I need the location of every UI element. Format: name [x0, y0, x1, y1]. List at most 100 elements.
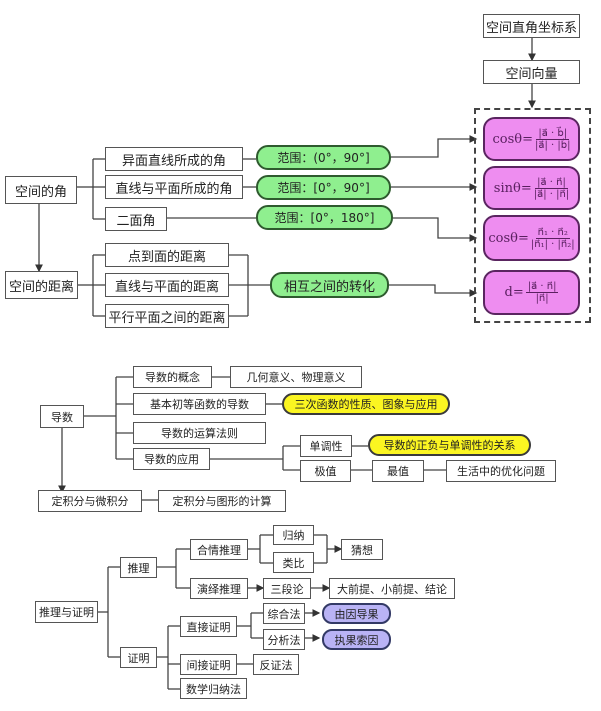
- derivative-concept-node: 导数的概念: [133, 366, 212, 388]
- angle-root-node: 空间的角: [5, 176, 77, 204]
- max-min-label: 最值: [387, 465, 409, 478]
- deductive-label: 演绎推理: [197, 582, 241, 596]
- contradiction-label: 反证法: [259, 658, 293, 672]
- formula-numerator: |a⃗ · n⃗|: [535, 176, 568, 189]
- angle-item-line-plane: 直线与平面所成的角: [105, 175, 243, 199]
- formula-fraction: n⃗₁ · n⃗₂|n⃗₁| · |n⃗₂|: [531, 227, 575, 250]
- conjecture-node: 猜想: [341, 539, 383, 560]
- range-line-plane: 范围：[0°，90°]: [256, 175, 391, 200]
- monotonic-detail-node: 导数的正负与单调性的关系: [368, 434, 531, 456]
- proof-node: 证明: [120, 647, 157, 668]
- conversion-node: 相互之间的转化: [270, 272, 389, 298]
- derivative-rules-node: 导数的运算法则: [133, 422, 266, 444]
- indirect-proof-label: 间接证明: [186, 658, 231, 672]
- proof-label: 证明: [127, 651, 150, 665]
- derivative-child-label: 导数的运算法则: [161, 427, 238, 440]
- analogy-node: 类比: [273, 552, 314, 573]
- formula-denominator: |a⃗| · |b⃗|: [535, 139, 571, 151]
- cause-to-effect-node: 由因导果: [322, 603, 391, 624]
- formula-denominator: |n⃗₁| · |n⃗₂|: [530, 238, 575, 250]
- extreme-value-node: 极值: [300, 460, 351, 482]
- derivative-application-node: 导数的应用: [133, 448, 210, 470]
- formula-fraction: |a⃗ · n⃗||n⃗|: [525, 281, 559, 304]
- elementary-derivative-node: 基本初等函数的导数: [133, 393, 266, 415]
- formula-lhs: cosθ=: [492, 131, 534, 147]
- monotonic-label: 单调性: [309, 440, 343, 453]
- analytic-label: 分析法: [267, 633, 301, 647]
- reasoning-proof-label: 推理与证明: [39, 606, 94, 619]
- range-label: 范围：(0°，90°]: [277, 151, 370, 165]
- angle-root-label: 空间的角: [14, 184, 67, 200]
- reasoning-node: 推理: [120, 557, 157, 578]
- syllogism-node: 三段论: [263, 578, 311, 599]
- formula-skew-lines: cosθ= |a⃗ · b⃗||a⃗| · |b⃗|: [483, 117, 580, 161]
- derivative-child-label: 导数的概念: [145, 371, 200, 384]
- math-induction-node: 数学归纳法: [180, 678, 247, 699]
- range-label: 范围：[0°，180°]: [274, 211, 375, 225]
- formula-numerator: n⃗₁ · n⃗₂: [535, 226, 570, 239]
- integral-node: 定积分与微积分: [38, 490, 142, 512]
- coord-system-node: 空间直角坐标系: [483, 14, 580, 38]
- derivative-child-label: 导数的应用: [144, 453, 199, 466]
- formula-lhs: d=: [504, 285, 524, 300]
- range-label: 范围：[0°，90°]: [277, 181, 370, 195]
- distance-item-label: 点到面的距离: [127, 249, 206, 265]
- syllogism-detail-label: 大前提、小前提、结论: [337, 582, 447, 596]
- derivative-child-label: 基本初等函数的导数: [150, 398, 249, 411]
- formula-denominator: |a⃗| · |n⃗|: [533, 188, 570, 200]
- plausible-reasoning-node: 合情推理: [190, 539, 248, 560]
- cause-to-effect-label: 由因导果: [334, 607, 379, 621]
- distance-item-line-plane: 直线与平面的距离: [105, 273, 229, 297]
- cubic-function-node: 三次函数的性质、图象与应用: [282, 393, 450, 415]
- formula-fraction: |a⃗ · b⃗||a⃗| · |b⃗|: [535, 128, 571, 151]
- analytic-method-node: 分析法: [263, 629, 305, 650]
- distance-root-label: 空间的距离: [8, 279, 74, 295]
- angle-item-skew-lines: 异面直线所成的角: [105, 147, 243, 171]
- analogy-label: 类比: [282, 556, 305, 570]
- indirect-proof-node: 间接证明: [180, 654, 237, 675]
- direct-proof-node: 直接证明: [180, 616, 237, 637]
- angle-item-label: 直线与平面所成的角: [115, 181, 233, 197]
- synthetic-label: 综合法: [267, 607, 301, 621]
- cubic-function-label: 三次函数的性质、图象与应用: [294, 398, 438, 411]
- formula-fraction: |a⃗ · n⃗||a⃗| · |n⃗|: [534, 177, 569, 200]
- distance-item-label: 直线与平面的距离: [114, 279, 219, 295]
- deductive-reasoning-node: 演绎推理: [190, 578, 248, 599]
- induction-node: 归纳: [273, 525, 314, 545]
- integral-label: 定积分与微积分: [51, 495, 129, 508]
- coord-system-label: 空间直角坐标系: [485, 20, 577, 36]
- angle-item-label: 二面角: [116, 213, 156, 229]
- effect-to-cause-label: 执果索因: [334, 633, 379, 647]
- effect-to-cause-node: 执果索因: [322, 629, 391, 650]
- optimization-label: 生活中的优化问题: [457, 465, 545, 478]
- contradiction-node: 反证法: [253, 654, 299, 675]
- derivative-concept-detail: 几何意义、物理意义: [230, 366, 362, 388]
- angle-item-dihedral: 二面角: [105, 207, 167, 231]
- formula-dihedral: cosθ= n⃗₁ · n⃗₂|n⃗₁| · |n⃗₂|: [483, 215, 580, 261]
- distance-item-label: 平行平面之间的距离: [108, 310, 226, 326]
- formula-numerator: |a⃗ · b⃗|: [536, 127, 570, 140]
- distance-root-node: 空间的距离: [5, 271, 78, 299]
- syllogism-detail-node: 大前提、小前提、结论: [329, 578, 455, 599]
- angle-item-label: 异面直线所成的角: [121, 153, 226, 169]
- derivative-root-node: 导数: [40, 405, 84, 428]
- vector-node: 空间向量: [483, 60, 580, 84]
- distance-item-point-plane: 点到面的距离: [105, 243, 229, 267]
- formula-numerator: |a⃗ · n⃗|: [525, 281, 559, 293]
- plausible-label: 合情推理: [197, 543, 241, 557]
- syllogism-label: 三段论: [270, 582, 304, 596]
- math-induction-label: 数学归纳法: [186, 682, 241, 696]
- formula-line-plane: sinθ= |a⃗ · n⃗||a⃗| · |n⃗|: [483, 166, 580, 210]
- formula-group: [474, 108, 591, 323]
- vector-label: 空间向量: [505, 66, 558, 82]
- integral-detail-node: 定积分与图形的计算: [158, 490, 286, 512]
- reasoning-label: 推理: [127, 561, 150, 575]
- formula-distance: d= |a⃗ · n⃗||n⃗|: [483, 270, 580, 315]
- formula-denominator: |n⃗|: [535, 293, 549, 304]
- distance-item-parallel-planes: 平行平面之间的距离: [105, 304, 229, 328]
- direct-proof-label: 直接证明: [186, 620, 231, 634]
- induction-label: 归纳: [282, 529, 305, 542]
- derivative-root-label: 导数: [51, 410, 73, 424]
- extreme-value-label: 极值: [314, 465, 337, 478]
